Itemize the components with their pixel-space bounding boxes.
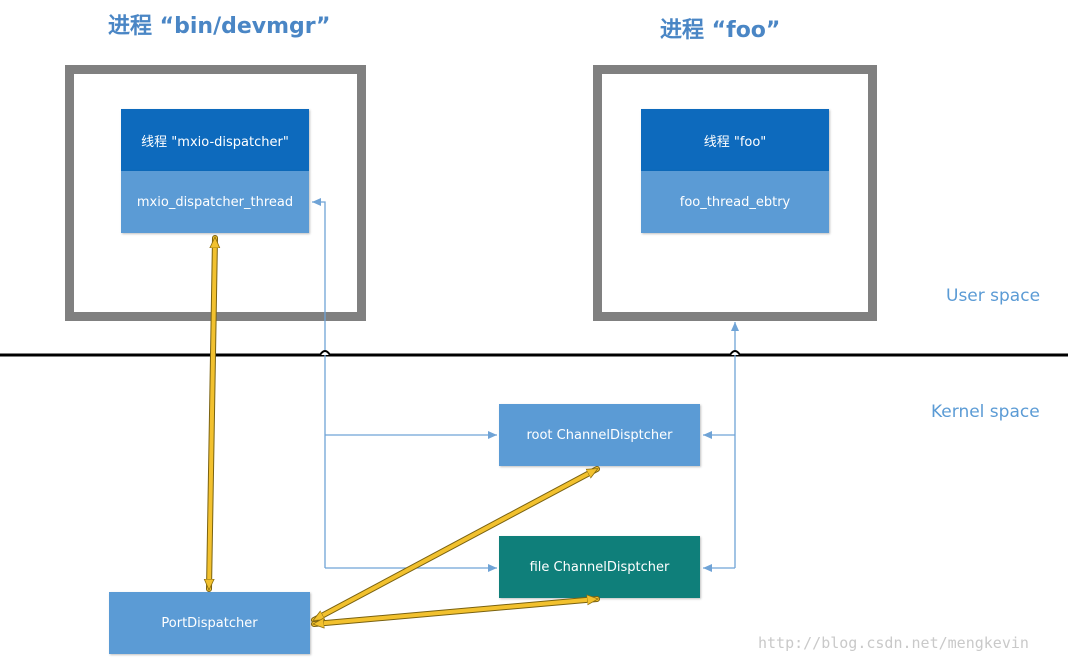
process-title-foo: 进程 “foo” <box>660 18 781 43</box>
watermark: http://blog.csdn.net/mengkevin <box>758 634 1029 652</box>
user-space-label: User space <box>946 286 1041 306</box>
root-channel-dispatcher-node: root ChannelDisptcher <box>499 404 700 466</box>
port-root-link <box>312 467 599 622</box>
port-file-link <box>312 599 599 624</box>
process-title-devmgr: 进程 “bin/devmgr” <box>108 14 331 39</box>
thread-header-foo: 线程 "foo" <box>641 109 829 171</box>
divider-crossing-left <box>319 350 331 356</box>
port-mxio-link <box>209 236 215 591</box>
foo-dispatch-connectors <box>703 322 739 572</box>
divider-crossing-right <box>729 350 741 356</box>
port-dispatcher-node: PortDispatcher <box>109 592 310 654</box>
port-dispatcher-links <box>209 235 600 624</box>
devmgr-dispatch-connectors <box>312 198 497 572</box>
thread-entry-mxio-dispatcher: mxio_dispatcher_thread <box>121 171 309 233</box>
kernel-space-label: Kernel space <box>931 402 1040 422</box>
thread-entry-foo: foo_thread_ebtry <box>641 171 829 233</box>
thread-header-mxio-dispatcher: 线程 "mxio-dispatcher" <box>121 109 309 171</box>
connector-to-mxio-entry <box>312 198 326 568</box>
